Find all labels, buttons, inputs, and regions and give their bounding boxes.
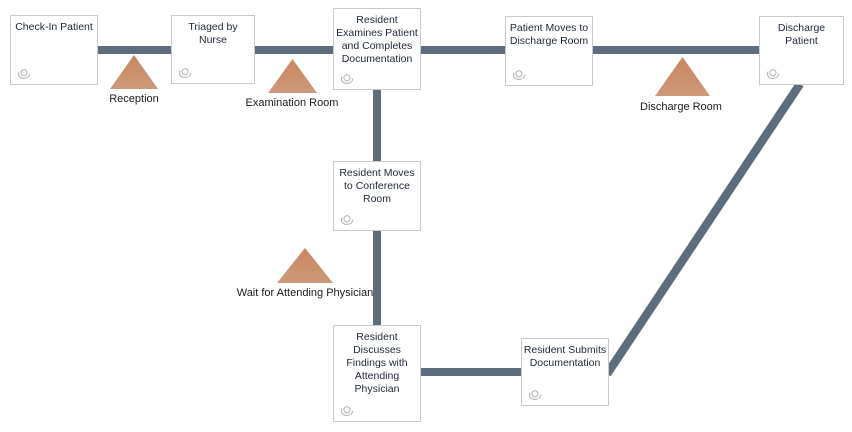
agent-swirl-icon: [528, 390, 542, 400]
connector-submit-discharge: [603, 81, 804, 377]
agent-swirl-icon: [766, 69, 780, 79]
node-triaged-by-nurse[interactable]: Triaged by Nurse: [171, 15, 255, 84]
node-resident-examines-patient[interactable]: Resident Examines Patient and Completes …: [333, 8, 421, 90]
node-resident-submits-documentation[interactable]: Resident Submits Documentation: [521, 338, 609, 406]
agent-swirl-icon: [512, 70, 526, 80]
milestone-label-wait-attending: Wait for Attending Physician: [236, 287, 374, 299]
node-label: Discharge Patient: [777, 22, 826, 47]
agent-swirl-icon: [178, 68, 192, 78]
agent-swirl-icon: [340, 74, 354, 84]
node-label: Resident Discusses Findings with Attendi…: [346, 331, 408, 395]
agent-swirl-icon: [17, 69, 31, 79]
node-discharge-patient[interactable]: Discharge Patient: [759, 16, 844, 85]
agent-swirl-icon: [340, 215, 354, 225]
node-label: Resident Examines Patient and Completes …: [336, 14, 418, 65]
node-label: Patient Moves to Discharge Room: [509, 22, 589, 47]
node-patient-moves-to-discharge-room[interactable]: Patient Moves to Discharge Room: [505, 16, 593, 86]
node-label: Triaged by Nurse: [188, 21, 238, 46]
node-resident-moves-to-conference-room[interactable]: Resident Moves to Conference Room: [333, 161, 421, 231]
node-resident-discusses-findings[interactable]: Resident Discusses Findings with Attendi…: [333, 325, 421, 422]
milestone-label-examination-room: Examination Room: [245, 97, 339, 109]
milestone-label-discharge-room: Discharge Room: [640, 101, 722, 113]
node-label: Resident Submits Documentation: [523, 344, 607, 369]
milestone-label-reception: Reception: [109, 93, 159, 105]
node-check-in-patient[interactable]: Check-In Patient: [10, 15, 98, 85]
node-label: Resident Moves to Conference Room: [339, 167, 415, 205]
node-label: Check-In Patient: [15, 21, 93, 33]
agent-swirl-icon: [340, 406, 354, 416]
